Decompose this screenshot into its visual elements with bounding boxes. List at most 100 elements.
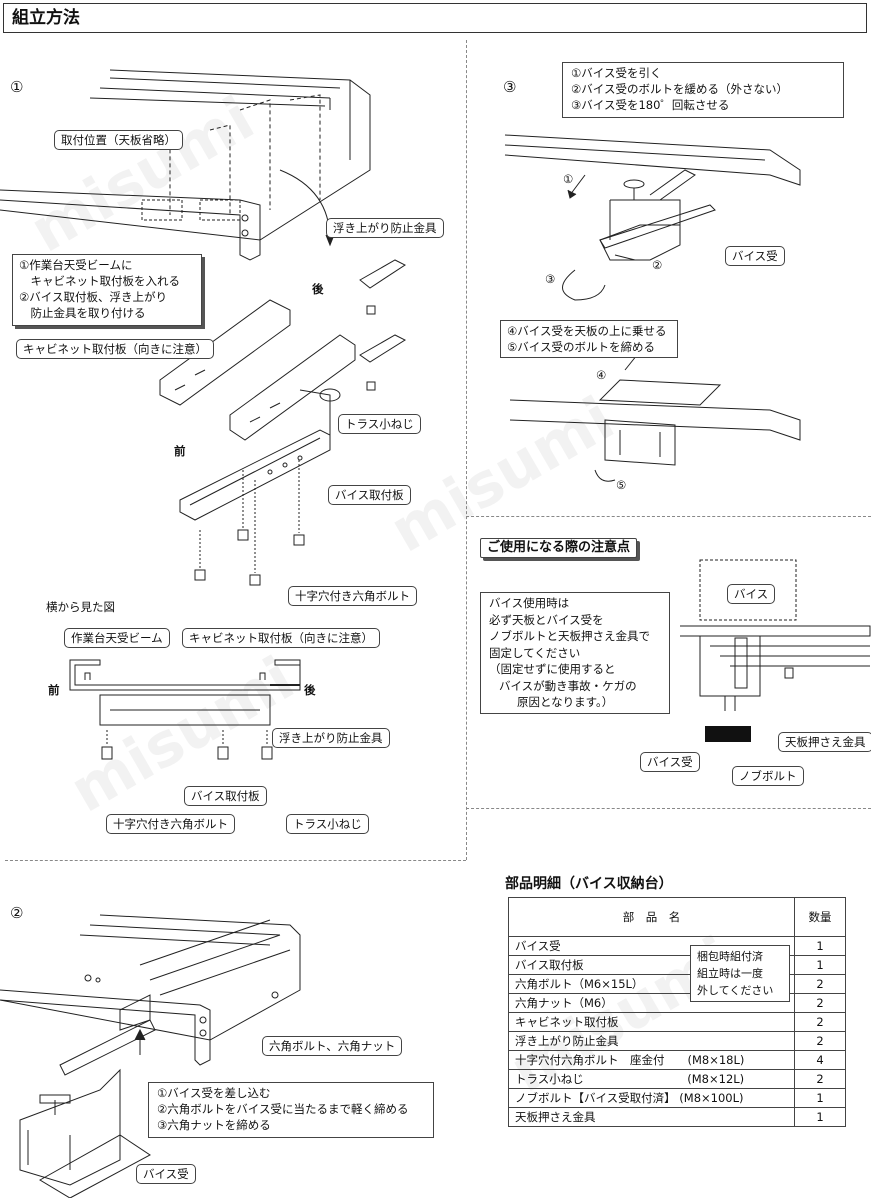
- cabinet-plate-label: キャビネット取付板（向きに注意）: [16, 339, 214, 359]
- note-line: 外してください: [697, 984, 774, 997]
- step1-instructions: ①作業台天受ビームに キャビネット取付板を入れる ②バイス取付板、浮き上がり 防…: [12, 254, 202, 326]
- divider: [466, 516, 871, 517]
- step3-instructions-a: ①バイス受を引く ②バイス受のボルトを緩める（外さない） ③バイス受を180゜回…: [562, 62, 844, 118]
- instruction-line: ③バイス受を180゜回転させる: [571, 98, 730, 112]
- part-qty: 2: [794, 1069, 846, 1089]
- mount-position-label: 取付位置（天板省略）: [54, 130, 183, 150]
- parts-title: 部品明細（バイス収納台）: [505, 876, 673, 892]
- page-title: 組立方法: [3, 3, 867, 33]
- vise-receiver-label: バイス受: [725, 246, 785, 266]
- knob-bolt-shape: [705, 726, 751, 742]
- part-name: 天板押さえ金具: [508, 1107, 795, 1127]
- table-row: 六角ボルト（M6×15L）2: [508, 974, 846, 994]
- instruction-line: ②バイス取付板、浮き上がり: [19, 290, 167, 304]
- truss-screw-label: トラス小ねじ: [286, 814, 369, 834]
- part-name: 浮き上がり防止金具: [508, 1031, 795, 1051]
- col-qty-header: 数量: [794, 897, 846, 937]
- caution-line: 固定してください: [489, 645, 581, 660]
- part-name: キャビネット取付板: [508, 1012, 795, 1032]
- front-label: 前: [48, 683, 60, 697]
- part-qty: 2: [794, 993, 846, 1013]
- vise-plate-label: バイス取付板: [328, 485, 411, 505]
- part-qty: 2: [794, 1031, 846, 1051]
- caution-line: 必ず天板とバイス受を: [489, 612, 604, 627]
- part-qty: 1: [794, 1088, 846, 1108]
- bolt-label: 十字穴付き六角ボルト: [288, 586, 417, 606]
- instruction-line: ②六角ボルトをバイス受に当たるまで軽く締める: [157, 1102, 409, 1116]
- parts-note: 梱包時組付済 組立時は一度 外してください: [690, 945, 790, 1002]
- table-row: 六角ナット（M6）2: [508, 993, 846, 1013]
- divider: [466, 40, 467, 860]
- knob-bolt-label: ノブボルト: [732, 766, 804, 786]
- side-view-title: 横から見た図: [46, 600, 115, 614]
- instruction-line: ③六角ナットを締める: [157, 1118, 271, 1132]
- step3-illustration: [504, 134, 801, 482]
- clamp-label: 天板押さえ金具: [778, 732, 871, 752]
- arrow-label: ②: [652, 258, 663, 272]
- side-view-illustration: [69, 659, 301, 760]
- front-label: 前: [174, 444, 186, 458]
- divider: [5, 860, 466, 861]
- back-label: 後: [312, 282, 324, 296]
- part-qty: 2: [794, 974, 846, 994]
- beam-label: 作業台天受ビーム: [64, 628, 170, 648]
- caution-line: （固定せずに使用すると: [489, 662, 616, 676]
- receiver-label: バイス受: [640, 752, 700, 772]
- vise-label: バイス: [727, 584, 776, 604]
- step-number: ③: [503, 78, 517, 96]
- float-stop-label: 浮き上がり防止金具: [326, 218, 444, 238]
- part-qty: 1: [794, 1107, 846, 1127]
- divider: [466, 808, 871, 809]
- part-qty: 4: [794, 1050, 846, 1070]
- table-row: 十字穴付六角ボルト 座金付 (M8×18L)4: [508, 1050, 846, 1070]
- part-name: トラス小ねじ (M8×12L): [508, 1069, 795, 1089]
- table-header-row: 部 品 名 数量: [508, 897, 846, 937]
- arrow-label: ⑤: [616, 478, 627, 492]
- back-label: 後: [304, 683, 316, 697]
- instruction-line: ①作業台天受ビームに: [19, 258, 133, 272]
- step-number: ①: [10, 78, 24, 96]
- caution-line: バイス使用時は: [489, 596, 570, 610]
- arrow-label: ④: [596, 368, 607, 382]
- part-qty: 2: [794, 1012, 846, 1032]
- instruction-line: ⑤バイス受のボルトを締める: [507, 340, 655, 354]
- note-line: 組立時は一度: [697, 967, 763, 980]
- truss-screw-label: トラス小ねじ: [338, 414, 421, 434]
- hex-bolt-nut-label: 六角ボルト、六角ナット: [262, 1036, 403, 1056]
- arrow-label: ①: [563, 172, 574, 186]
- caution-illustration: [680, 559, 871, 742]
- step-number: ②: [10, 904, 24, 922]
- part-qty: 1: [794, 936, 846, 956]
- table-row: トラス小ねじ (M8×12L)2: [508, 1069, 846, 1089]
- vise-receiver-label: バイス受: [136, 1164, 196, 1184]
- part-qty: 1: [794, 955, 846, 975]
- table-row: ノブボルト【バイス受取付済】 (M8×100L)1: [508, 1088, 846, 1108]
- instruction-line: ①バイス受を引く: [571, 66, 662, 80]
- step2-instructions: ①バイス受を差し込む ②六角ボルトをバイス受に当たるまで軽く締める ③六角ナット…: [148, 1082, 434, 1138]
- instruction-line: キャビネット取付板を入れる: [19, 274, 180, 288]
- instruction-line: ②バイス受のボルトを緩める（外さない）: [571, 82, 788, 96]
- part-name: ノブボルト【バイス受取付済】 (M8×100L): [508, 1088, 795, 1108]
- step3-instructions-b: ④バイス受を天板の上に乗せる ⑤バイス受のボルトを締める: [500, 320, 678, 358]
- caution-line: 原因となります。）: [517, 695, 614, 709]
- float-stop-label: 浮き上がり防止金具: [272, 728, 390, 748]
- part-name: 十字穴付六角ボルト 座金付 (M8×18L): [508, 1050, 795, 1070]
- step1-illustration: [0, 69, 407, 586]
- caution-text: バイス使用時は 必ず天板とバイス受を ノブボルトと天板押さえ金具で 固定してくだ…: [480, 592, 670, 714]
- instruction-line: ①バイス受を差し込む: [157, 1086, 271, 1100]
- bolt-label: 十字穴付き六角ボルト: [106, 814, 235, 834]
- arrow-label: ③: [545, 272, 556, 286]
- caution-line: バイスが動き事故・ケガの: [499, 678, 637, 693]
- note-line: 梱包時組付済: [697, 950, 763, 963]
- vise-plate-label: バイス取付板: [184, 786, 267, 806]
- instruction-line: ④バイス受を天板の上に乗せる: [507, 324, 667, 338]
- instruction-line: 防止金具を取り付ける: [19, 306, 146, 320]
- col-name-header: 部 品 名: [508, 897, 795, 937]
- cabinet-plate-label: キャビネット取付板（向きに注意）: [182, 628, 380, 648]
- caution-line: ノブボルトと天板押さえ金具で: [489, 629, 650, 643]
